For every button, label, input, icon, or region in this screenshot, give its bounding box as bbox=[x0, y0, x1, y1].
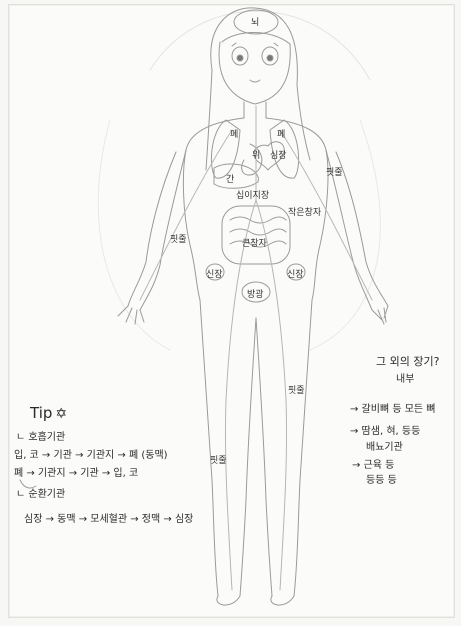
right-item-1: → 갈비뼈 등 모든 뼈 bbox=[350, 400, 436, 415]
kidney-right-label: 신장 bbox=[287, 267, 304, 280]
tip-line-5: 심장 → 동맥 → 모세혈관 → 정맥 → 심장 bbox=[24, 510, 193, 525]
right-answer: 내부 bbox=[396, 370, 414, 385]
vessel-arm-right-label: 핏줄 bbox=[326, 165, 343, 178]
bladder-label: 방광 bbox=[247, 287, 264, 300]
vessel-leg-right-label: 핏줄 bbox=[288, 383, 305, 396]
right-item-5: 등등 등 bbox=[366, 471, 397, 486]
tip-title: Tip✡ bbox=[30, 404, 67, 422]
tip-line-3: 폐 → 기관지 → 기관 → 입, 코 bbox=[14, 464, 138, 479]
liver-label: 간 bbox=[226, 172, 234, 185]
vessel-arm-left-label: 핏줄 bbox=[170, 232, 187, 245]
stomach-label: 위 bbox=[252, 148, 260, 161]
large-intestine-label: 큰창자 bbox=[242, 236, 267, 249]
right-item-4: → 근육 등 bbox=[352, 456, 394, 471]
tip-line-2: 입, 코 → 기관 → 기관지 → 폐 (동맥) bbox=[14, 446, 168, 461]
lung-right-label: 폐 bbox=[277, 127, 285, 140]
small-intestine-label: 작은창자 bbox=[288, 205, 321, 218]
right-item-2: → 땀샘, 혀, 등등 bbox=[350, 422, 420, 437]
heart-label: 심장 bbox=[270, 148, 287, 161]
vessel-leg-left-label: 핏줄 bbox=[210, 453, 227, 466]
kidney-left-label: 신장 bbox=[206, 267, 223, 280]
brain-label: 뇌 bbox=[251, 15, 259, 28]
duodenum-label: 십이지장 bbox=[236, 188, 269, 201]
tip-line-4: ㄴ 순환기관 bbox=[16, 485, 65, 500]
tip-title-text: Tip bbox=[30, 404, 52, 422]
lung-left-label: 폐 bbox=[230, 127, 238, 140]
right-item-3: 배뇨기관 bbox=[366, 438, 403, 453]
star-icon: ✡ bbox=[55, 406, 67, 422]
tip-line-1: ㄴ 호흡기관 bbox=[16, 428, 65, 443]
right-question: 그 외의 장기? bbox=[376, 353, 439, 369]
